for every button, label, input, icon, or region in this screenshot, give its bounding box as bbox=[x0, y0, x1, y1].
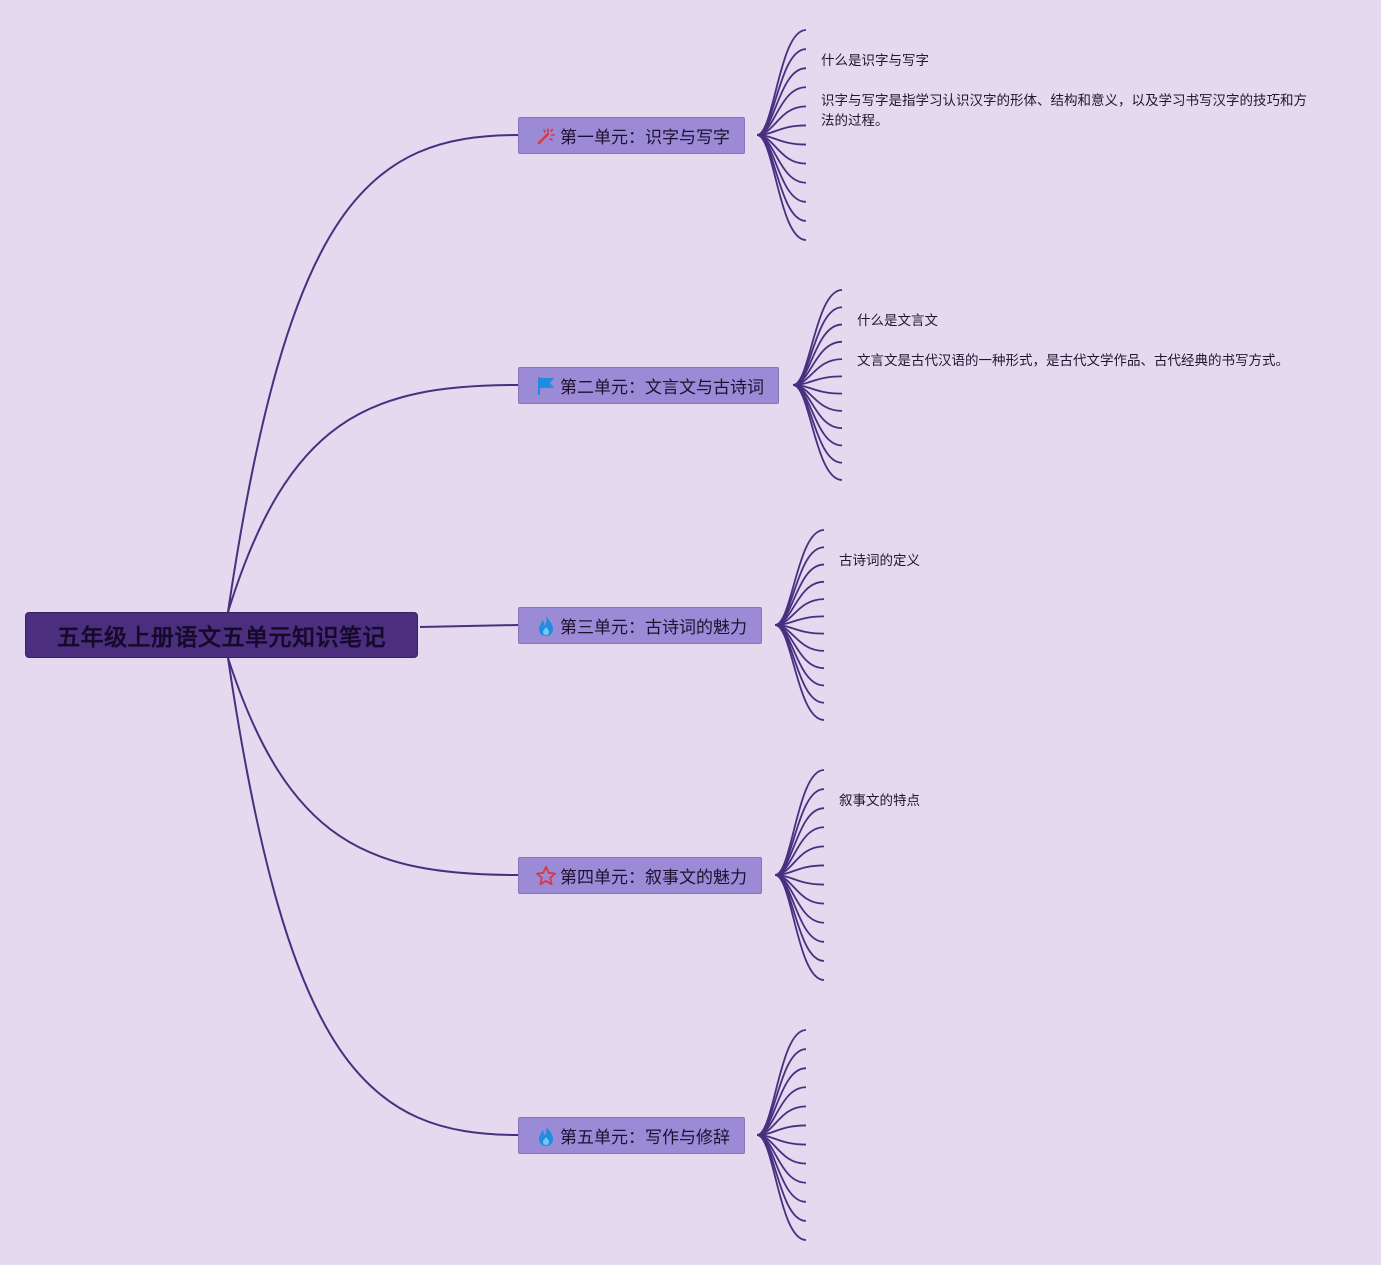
flame-icon bbox=[535, 1125, 557, 1147]
leaf-connector bbox=[756, 134, 807, 241]
unit-label: 第二单元：文言文与古诗词 bbox=[560, 378, 764, 398]
unit-node-4[interactable]: 第四单元：叙事文的魅力 bbox=[518, 857, 762, 894]
leaf-unit2-title[interactable]: 什么是文言文 bbox=[857, 313, 938, 329]
root-connector-2 bbox=[227, 384, 519, 613]
unit-node-1[interactable]: 第一单元：识字与写字 bbox=[518, 117, 745, 154]
leaf-unit4-title[interactable]: 叙事文的特点 bbox=[839, 793, 920, 809]
unit-node-2[interactable]: 第二单元：文言文与古诗词 bbox=[518, 367, 779, 404]
leaf-unit1-description[interactable]: 识字与写字是指学习认识汉字的形体、结构和意义，以及学习书写汉字的技巧和方法的过程… bbox=[821, 93, 1307, 129]
leaf-connector bbox=[756, 1134, 807, 1241]
unit-label: 第五单元：写作与修辞 bbox=[560, 1128, 730, 1148]
unit-node-5[interactable]: 第五单元：写作与修辞 bbox=[518, 1117, 745, 1154]
star-icon bbox=[535, 865, 557, 887]
flame-icon bbox=[535, 615, 557, 637]
unit-node-3[interactable]: 第三单元：古诗词的魅力 bbox=[518, 607, 762, 644]
leaf-unit2-description[interactable]: 文言文是古代汉语的一种形式，是古代文学作品、古代经典的书写方式。 bbox=[857, 353, 1289, 369]
unit-label: 第四单元：叙事文的魅力 bbox=[560, 868, 747, 888]
unit-label: 第三单元：古诗词的魅力 bbox=[560, 618, 747, 638]
leaf-connector bbox=[774, 624, 825, 721]
leaf-connector bbox=[792, 384, 843, 481]
leaf-unit1-title[interactable]: 什么是识字与写字 bbox=[821, 53, 929, 69]
leaf-unit3-title[interactable]: 古诗词的定义 bbox=[839, 553, 920, 569]
root-node[interactable]: 五年级上册语文五单元知识笔记 bbox=[25, 612, 418, 658]
root-connector-4 bbox=[227, 657, 519, 876]
leaf-connector bbox=[774, 874, 825, 981]
magic-wand-icon bbox=[535, 125, 557, 147]
flag-icon bbox=[535, 375, 557, 397]
root-connector-1 bbox=[227, 134, 519, 613]
root-title: 五年级上册语文五单元知识笔记 bbox=[57, 625, 386, 651]
root-connector-5 bbox=[227, 657, 519, 1136]
root-connector-3 bbox=[419, 624, 519, 628]
unit-label: 第一单元：识字与写字 bbox=[560, 128, 730, 148]
